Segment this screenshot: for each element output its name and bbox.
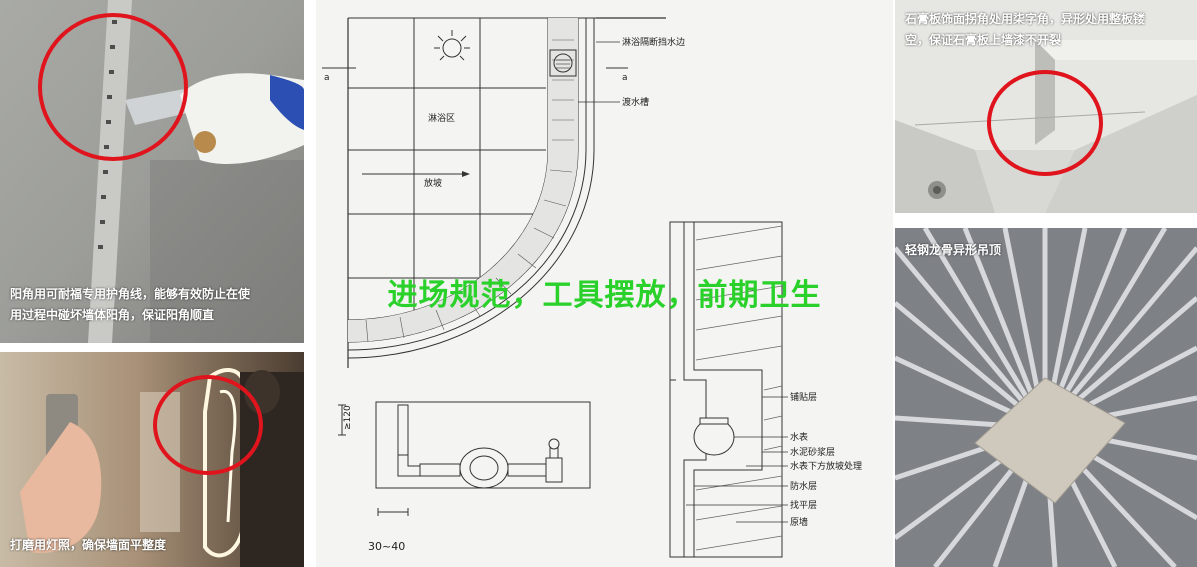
highlight-circle [153, 375, 263, 475]
label-drain-slot: 渡水槽 [622, 96, 649, 108]
label-shower-zone: 淋浴区 [428, 112, 455, 124]
gypsum-corner-caption: 石膏板饰面拐角处用柒字角，异形处用整板镂 空，保证石膏板上墙漆不开裂 [905, 9, 1195, 51]
caption-line: 石膏板饰面拐角处用柒字角，异形处用整板镂 [905, 12, 1146, 26]
photo-corner-bead: 阳角用可耐福专用护角线，能够有效防止在使 用过程中碰坏墙体阳角，保证阳角顺直 [0, 0, 304, 343]
cad-drawing: a a 淋浴隔断挡水边 渡水槽 淋浴区 放坡 ≥120 30~40 [322, 17, 862, 558]
label-shower-partition: 淋浴隔断挡水边 [622, 36, 685, 48]
layer-label: 水表下方放坡处理 [790, 460, 862, 472]
caption-line: 用过程中碰坏墙体阳角，保证阳角顺直 [10, 308, 215, 322]
headline: 进场规范，工具摆放，前期卫生 [387, 278, 822, 313]
cad-drawing-panel: a a 淋浴隔断挡水边 渡水槽 淋浴区 放坡 ≥120 30~40 [316, 0, 893, 567]
dimension-width: 30~40 [368, 540, 405, 553]
caption-line: 阳角用可耐福专用护角线，能够有效防止在使 [10, 287, 251, 301]
photo-sanding-light: 打磨用灯照，确保墙面平整度 [0, 352, 304, 567]
layer-label: 水表 [790, 431, 808, 443]
corner-bead-caption: 阳角用可耐福专用护角线，能够有效防止在使 用过程中碰坏墙体阳角，保证阳角顺直 [10, 284, 304, 326]
layer-label: 防水层 [790, 480, 817, 492]
layer-label: 找平层 [790, 499, 817, 511]
sanding-light-caption: 打磨用灯照，确保墙面平整度 [10, 538, 167, 552]
steel-keel-ceiling-caption: 轻钢龙骨异形吊顶 [905, 243, 1002, 257]
layer-label: 铺贴层 [790, 391, 817, 403]
highlight-circle [987, 70, 1103, 176]
photo-gypsum-corner: 石膏板饰面拐角处用柒字角，异形处用整板镂 空，保证石膏板上墙漆不开裂 [895, 0, 1197, 213]
caption-line: 空，保证石膏板上墙漆不开裂 [905, 33, 1062, 47]
label-slope: 放坡 [424, 177, 442, 189]
photo-steel-keel-ceiling: 轻钢龙骨异形吊顶 [895, 228, 1197, 567]
steel-keel-ceiling-image [895, 228, 1197, 567]
layer-label: 水泥砂浆层 [790, 446, 835, 458]
section-mark-right: a [622, 73, 628, 83]
dimension-height: ≥120 [343, 405, 353, 430]
highlight-circle [38, 13, 188, 161]
section-mark-left: a [324, 73, 330, 83]
layer-label: 原墙 [790, 516, 808, 528]
